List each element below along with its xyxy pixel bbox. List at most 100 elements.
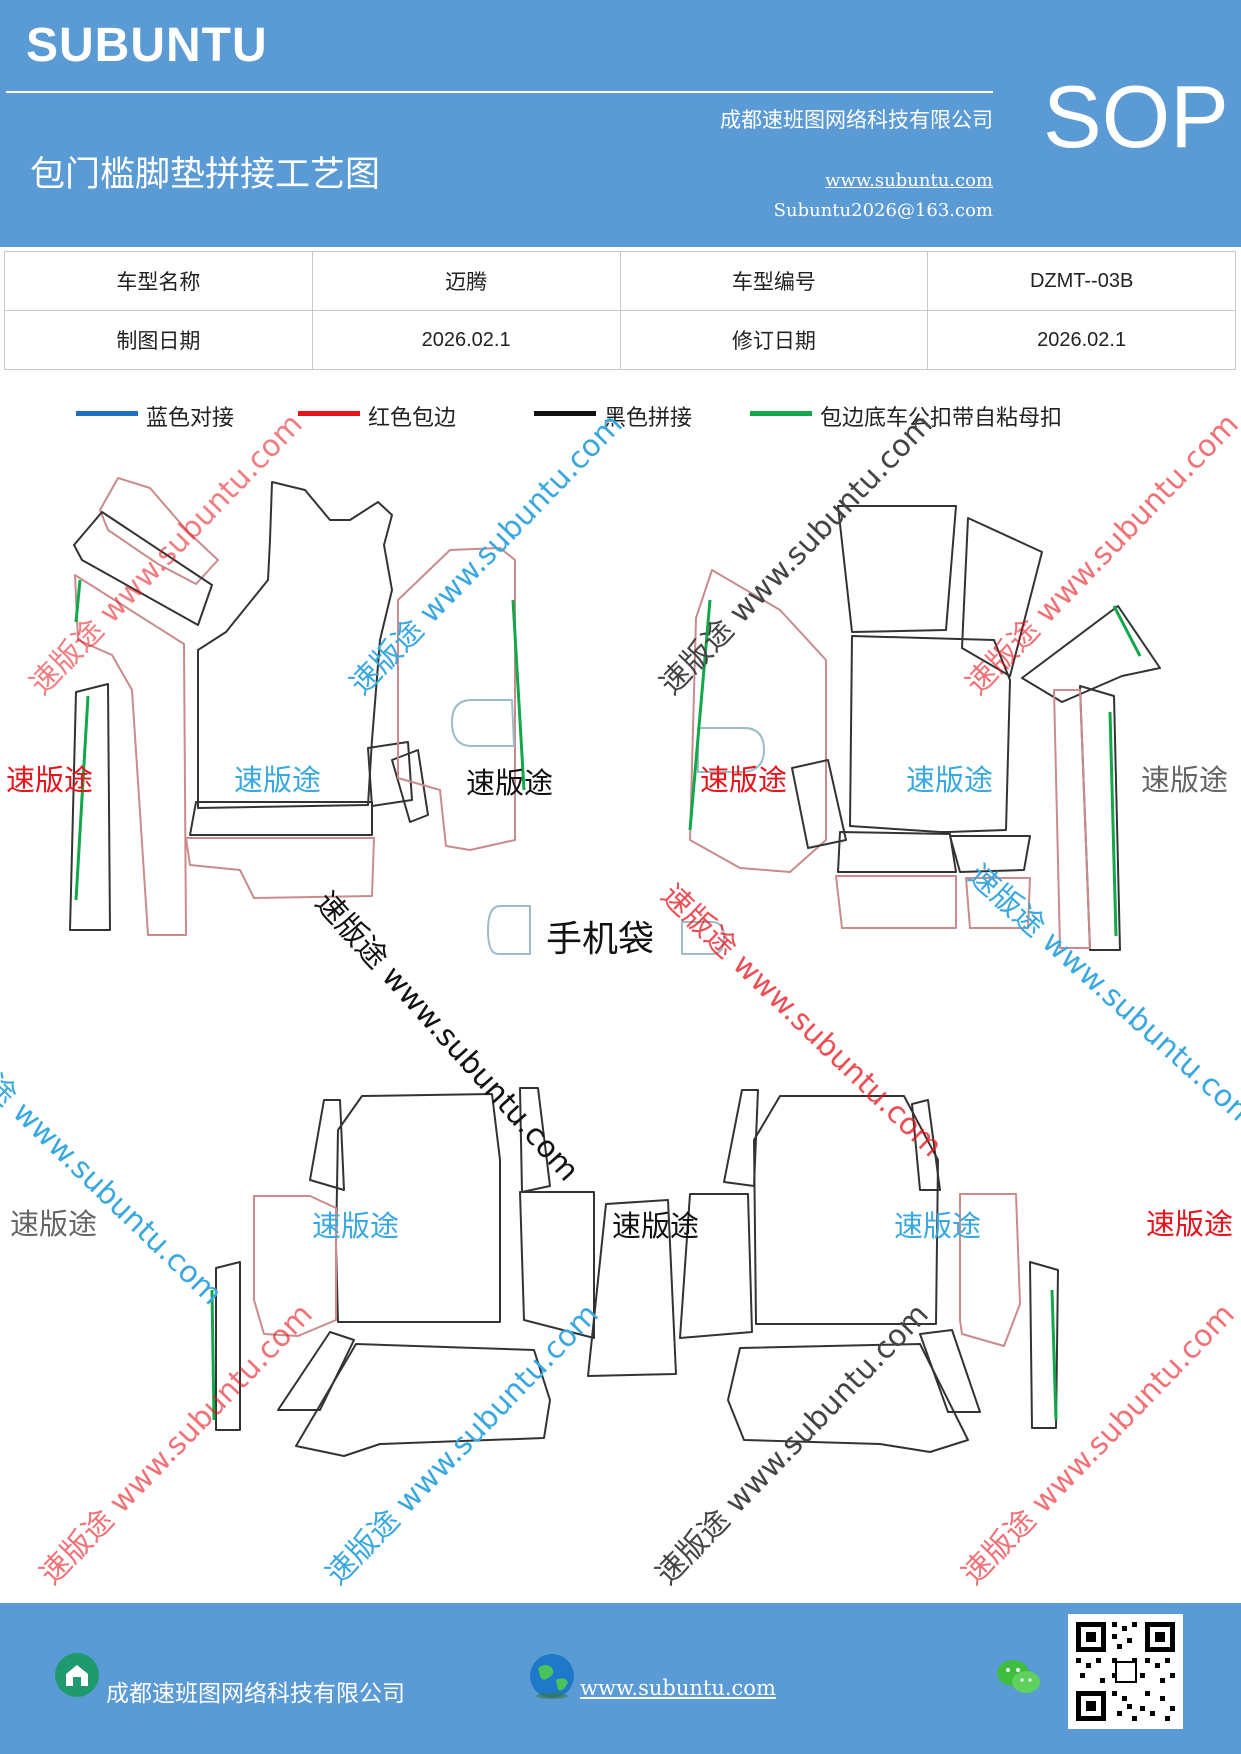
- fastener-line: [688, 599, 712, 831]
- front-right-main-mat: [849, 635, 1011, 833]
- watermark-brand: 速版途: [312, 1209, 400, 1243]
- front-right-mat-group: [689, 505, 1161, 951]
- front-right-top-strip: [1021, 605, 1161, 703]
- front-left-small-piece: [391, 749, 429, 823]
- front-right-clip-piece: [791, 759, 847, 849]
- page-title: 包门槛脚垫拼接工艺图: [30, 155, 381, 195]
- front-left-clip-piece: [367, 741, 413, 807]
- fastener-line: [210, 1289, 216, 1421]
- front-right-heel-pad: [961, 517, 1043, 677]
- legend-label: 包边底车公扣带自粘母扣: [820, 406, 1063, 431]
- fastener-lines: [74, 579, 1142, 1421]
- phone-bag-left-outline: [487, 905, 531, 955]
- rear-right-outer-block: [959, 1193, 1021, 1347]
- rear-left-front-piece: [295, 1343, 551, 1457]
- sop-badge: SOP: [1043, 67, 1229, 166]
- front-right-outer-panel: [1053, 689, 1091, 949]
- fastener-line: [1112, 605, 1142, 657]
- legend-item-green: 包边底车公扣带自粘母扣: [750, 400, 1062, 432]
- fastener-line: [1108, 711, 1118, 937]
- rear-left-main-mat: [335, 1093, 501, 1323]
- watermark-brand: 速版途: [1141, 763, 1229, 797]
- center-tunnel-mat: [587, 1199, 677, 1377]
- front-right-strip: [837, 831, 957, 873]
- header-divider: [6, 91, 993, 93]
- rear-right-main-mat: [753, 1095, 939, 1325]
- model-name-value: 迈腾: [311, 251, 621, 311]
- legend: 蓝色对接 红色包边 黑色拼接 包边底车公扣带自粘母扣: [0, 400, 1241, 440]
- drawing-date-label: 制图日期: [4, 310, 313, 370]
- watermark-brand: 速版途: [612, 1209, 700, 1243]
- rear-left-right-strip: [519, 1087, 551, 1193]
- rear-right-left-strip: [723, 1089, 759, 1187]
- legend-item-red: 红色包边: [298, 400, 456, 432]
- watermark-brand: 速版途: [906, 763, 994, 797]
- rear-right-top-strip: [911, 1099, 941, 1191]
- legend-swatch: [298, 410, 360, 416]
- rear-left-side-block: [519, 1191, 595, 1339]
- fastener-line: [1050, 1289, 1058, 1421]
- front-right-corner: [965, 877, 1031, 929]
- rear-left-wedge: [277, 1331, 355, 1411]
- qr-code: [1068, 1614, 1183, 1729]
- watermark-brand: 速版途: [234, 763, 322, 797]
- phone-bag-label: 手机袋: [546, 919, 655, 960]
- watermark-brand: 速版途: [894, 1209, 982, 1243]
- brand-logo: SUBUNTU: [26, 19, 268, 72]
- front-right-top-pad: [837, 505, 957, 633]
- revision-date-label: 修订日期: [619, 310, 929, 370]
- company-name: 成都速班图网络科技有限公司: [720, 108, 993, 132]
- front-right-small-pad: [949, 835, 1031, 873]
- legend-item-black: 黑色拼接: [534, 400, 692, 432]
- table-row: 制图日期 2026.02.1 修订日期 2026.02.1: [4, 310, 1236, 370]
- rear-right-front-piece: [727, 1343, 969, 1453]
- rear-left-top-strip: [309, 1099, 345, 1191]
- revision-date-value: 2026.02.1: [927, 310, 1236, 370]
- footer-banner: 成都速班图网络科技有限公司 www.subuntu.com: [0, 1603, 1241, 1754]
- rear-left-mat-group: [215, 1087, 595, 1457]
- footer-website-link[interactable]: www.subuntu.com: [580, 1676, 776, 1700]
- front-left-sill-strip: [69, 683, 111, 931]
- rear-right-mat-group: [679, 1089, 1059, 1453]
- website-link[interactable]: www.subuntu.com: [825, 170, 993, 191]
- email-address: Subuntu2026@163.com: [773, 200, 993, 221]
- legend-label: 蓝色对接: [146, 406, 235, 431]
- drawing-date-value: 2026.02.1: [311, 310, 621, 370]
- front-left-heel-pad: [99, 477, 219, 585]
- info-table: 车型名称 迈腾 车型编号 DZMT--03B 制图日期 2026.02.1 修订…: [4, 251, 1236, 370]
- watermark-brand: 速版途: [6, 763, 94, 797]
- rear-right-wedge: [919, 1329, 981, 1413]
- front-right-front-piece: [835, 875, 957, 929]
- fastener-line: [511, 599, 526, 791]
- company-home-icon: [55, 1653, 99, 1697]
- front-left-mat-group: [69, 477, 516, 936]
- front-right-pocket: [697, 727, 765, 773]
- model-code-value: DZMT--03B: [927, 251, 1236, 311]
- fastener-line: [74, 695, 90, 901]
- header-banner: SUBUNTU 成都速班图网络科技有限公司 包门槛脚垫拼接工艺图 www.sub…: [0, 0, 1241, 247]
- front-left-pocket: [451, 699, 515, 747]
- front-left-front-piece: [185, 837, 375, 899]
- front-left-bottom-strip: [189, 801, 373, 836]
- front-left-top-strip: [73, 511, 213, 626]
- fastener-line: [74, 579, 82, 623]
- wechat-icon: [997, 1660, 1040, 1693]
- watermark-brand: 速版途: [1146, 1207, 1234, 1241]
- phone-bag-right-outline: [681, 921, 725, 955]
- globe-icon: [530, 1654, 574, 1699]
- legend-label: 红色包边: [368, 406, 457, 431]
- rear-left-outer-block: [253, 1195, 337, 1337]
- front-left-main-mat: [197, 481, 393, 809]
- front-left-door-panel: [397, 547, 516, 851]
- legend-label: 黑色拼接: [604, 406, 693, 431]
- model-code-label: 车型编号: [619, 251, 929, 311]
- legend-swatch: [534, 410, 596, 416]
- table-row: 车型名称 迈腾 车型编号 DZMT--03B: [4, 251, 1236, 311]
- footer-company-name: 成都速班图网络科技有限公司: [106, 1681, 405, 1707]
- watermark-brand: 速版途: [466, 766, 554, 800]
- legend-swatch: [750, 410, 812, 416]
- front-left-side-panel: [74, 574, 187, 936]
- front-right-side-panel: [689, 569, 827, 873]
- mat-pattern-diagram: [69, 477, 1161, 1457]
- qr-code-image: [1076, 1622, 1175, 1721]
